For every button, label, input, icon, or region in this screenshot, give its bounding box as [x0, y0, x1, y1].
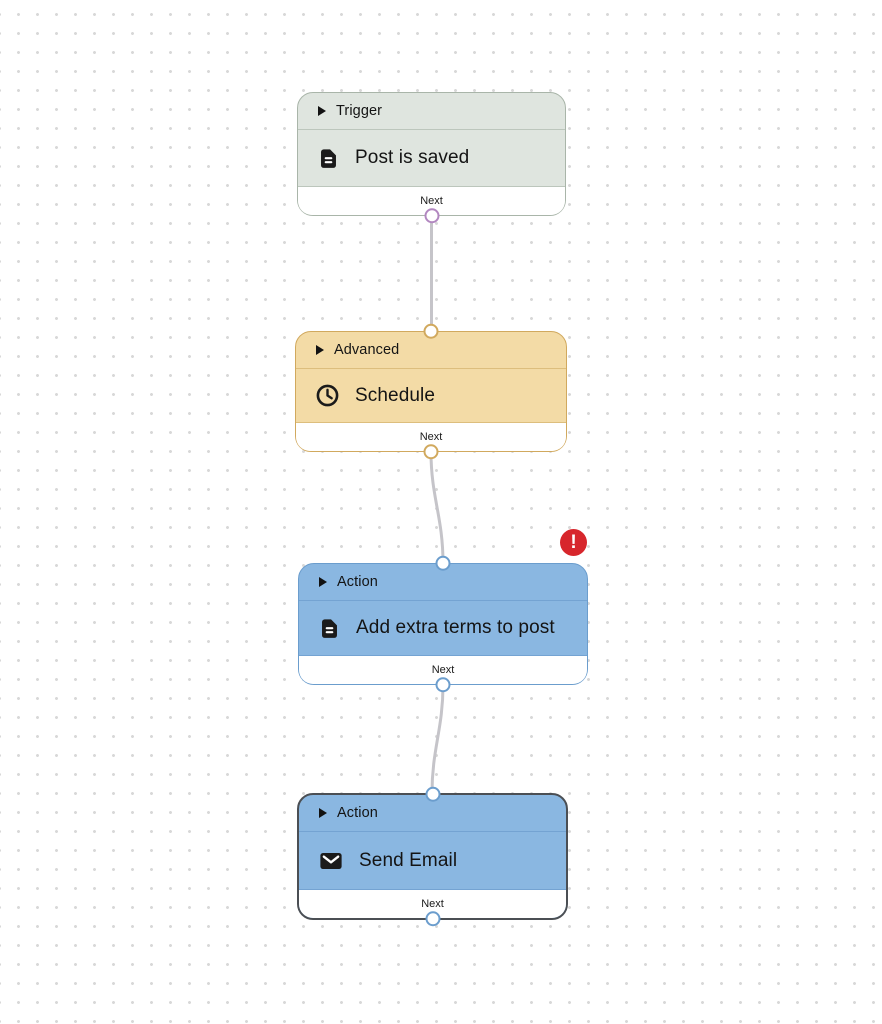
- node-title: Post is saved: [355, 147, 470, 168]
- wire-action1-to-action2[interactable]: [430, 683, 445, 795]
- node-title: Schedule: [355, 384, 436, 406]
- node-add-extra-terms[interactable]: Action Add extra terms to post Next: [298, 555, 588, 693]
- node-header[interactable]: Action: [299, 564, 587, 601]
- node-body: Post is saved: [298, 130, 565, 187]
- collapse-arrow-icon[interactable]: [316, 345, 324, 355]
- input-handle[interactable]: [423, 323, 439, 339]
- node-category-label: Action: [337, 574, 378, 590]
- node-category-label: Action: [337, 805, 378, 821]
- node-title: Add extra terms to post: [356, 617, 555, 638]
- document-icon: [317, 147, 340, 170]
- node-body: Add extra terms to post: [299, 601, 587, 656]
- collapse-arrow-icon[interactable]: [319, 808, 327, 818]
- node-category-label: Advanced: [334, 342, 400, 358]
- output-handle[interactable]: [424, 208, 439, 224]
- node-title: Send Email: [359, 849, 458, 871]
- wire-advanced-to-action1[interactable]: [429, 450, 445, 565]
- next-port-label: Next: [419, 431, 443, 443]
- output-handle[interactable]: [425, 911, 440, 927]
- node-body: Schedule: [296, 369, 566, 423]
- node-header[interactable]: Action: [299, 795, 566, 832]
- output-handle[interactable]: [423, 444, 439, 460]
- node-body: Send Email: [299, 832, 566, 890]
- input-handle[interactable]: [425, 786, 440, 802]
- error-badge-icon[interactable]: !: [560, 529, 587, 556]
- node-header[interactable]: Trigger: [298, 93, 565, 130]
- clock-icon: [315, 383, 340, 408]
- node-trigger[interactable]: Trigger Post is saved Next: [297, 92, 566, 224]
- collapse-arrow-icon[interactable]: [319, 577, 327, 587]
- next-port-label: Next: [421, 898, 444, 910]
- input-handle[interactable]: [435, 555, 451, 571]
- document-icon: [318, 617, 341, 640]
- node-header[interactable]: Advanced: [296, 332, 566, 369]
- next-port-label: Next: [431, 664, 455, 676]
- collapse-arrow-icon[interactable]: [318, 106, 326, 116]
- node-send-email[interactable]: Action Send Email Next: [297, 786, 568, 927]
- output-handle[interactable]: [435, 677, 451, 693]
- envelope-icon: [318, 848, 344, 874]
- next-port-label: Next: [420, 195, 443, 207]
- node-schedule[interactable]: Advanced Schedule Next: [295, 323, 567, 460]
- node-category-label: Trigger: [336, 103, 383, 119]
